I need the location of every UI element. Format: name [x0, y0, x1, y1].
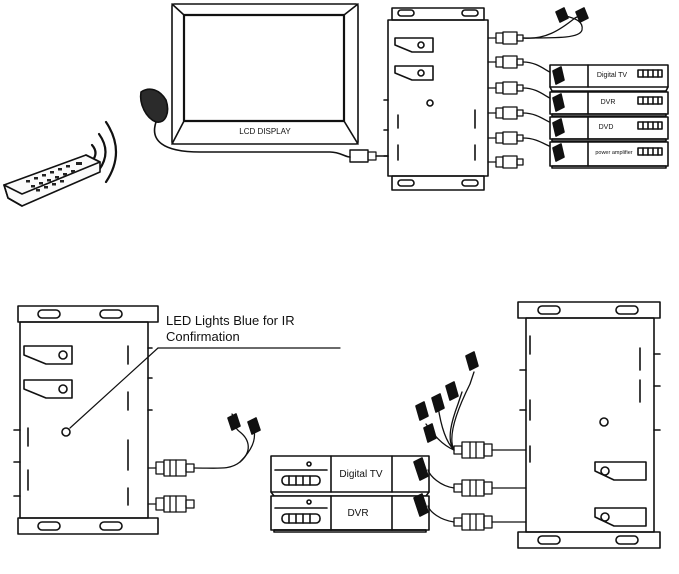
ir-hub-top [383, 7, 489, 191]
bottom-device-dvr-label: DVR [347, 508, 368, 519]
device-stack-top: Digital TV DVR DVD [549, 64, 669, 169]
lcd-display-label: LCD DISPLAY [239, 127, 291, 136]
hub-bottom-right-jacks [453, 441, 527, 531]
device-dvd-label: DVD [599, 124, 614, 131]
device-dvd: DVD [549, 116, 669, 142]
led-callout-line2: Confirmation [166, 329, 240, 344]
lcd-display: LCD DISPLAY [171, 3, 359, 145]
bottom-device-digital-tv: Digital TV [270, 455, 430, 497]
ir-hub-bottom-left [13, 305, 159, 535]
device-dvr: DVR [549, 91, 669, 117]
emitter-cluster-bottom-right [413, 351, 479, 517]
bottom-device-digital-tv-label: Digital TV [339, 469, 382, 480]
remote-control [3, 154, 101, 207]
device-dvr-label: DVR [601, 99, 616, 106]
device-stack-bottom: Digital TV DVR [270, 455, 430, 533]
bottom-device-dvr: DVR [270, 495, 430, 533]
device-digital-tv-label: Digital TV [597, 72, 628, 79]
led-callout: LED Lights Blue for IR Confirmation [69, 313, 341, 429]
ir-hub-bottom-right [517, 301, 661, 549]
device-power-amplifier: power amplifier [549, 141, 669, 169]
led-callout-line1: LED Lights Blue for IR [166, 313, 295, 328]
spare-emitter-pair [555, 7, 589, 23]
ir-receiver-eye [139, 88, 389, 163]
emitter-pair-bottom-left [227, 413, 261, 435]
hub-bottom-left-jacks [147, 459, 195, 513]
hub-top-output-jacks [487, 31, 524, 169]
emitter-cable-bottom-left [193, 413, 256, 469]
device-power-amplifier-label: power amplifier [595, 150, 632, 156]
device-digital-tv: Digital TV [549, 64, 669, 94]
